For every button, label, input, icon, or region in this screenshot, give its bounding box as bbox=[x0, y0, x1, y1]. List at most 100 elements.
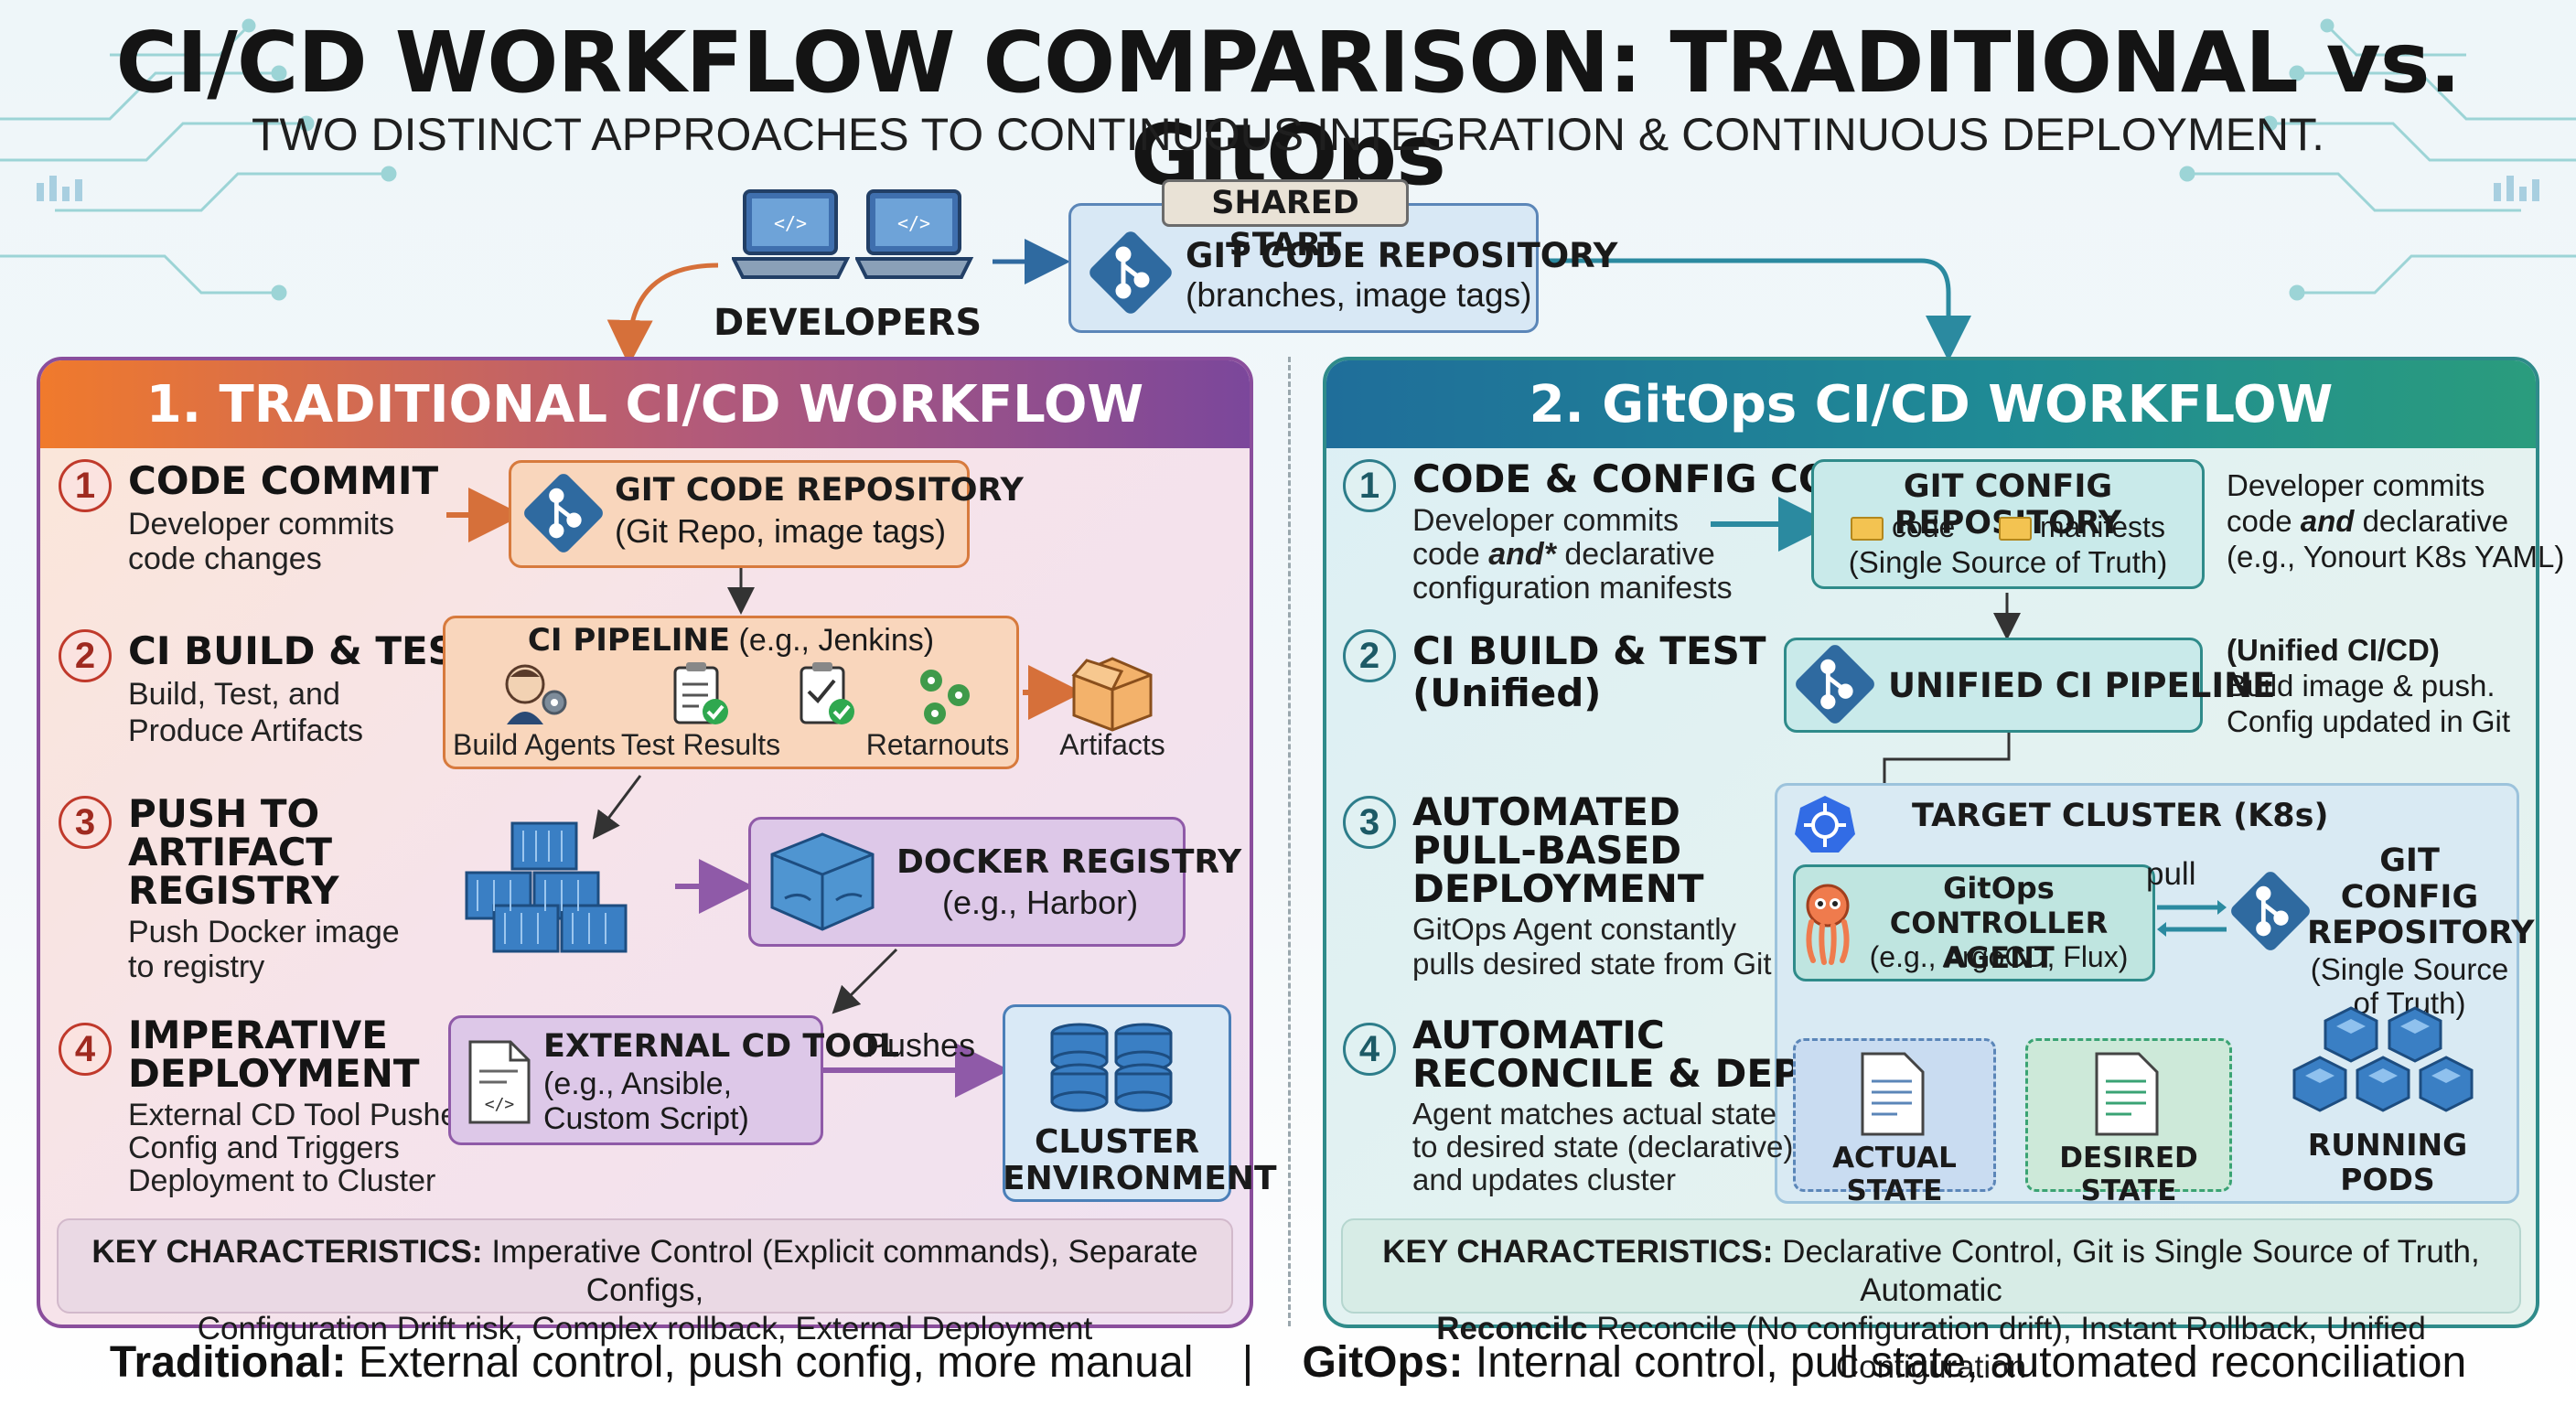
step-desc: Push Docker image bbox=[128, 915, 400, 949]
shared-start-badge: SHARED START bbox=[1162, 179, 1409, 263]
key-text: Reconcile (No configuration drift), Inst… bbox=[1587, 1311, 2426, 1385]
step-title: CODE COMMIT bbox=[128, 458, 439, 503]
actual-state-label: ACTUAL STATE bbox=[1832, 1142, 1957, 1207]
git-icon bbox=[2231, 872, 2310, 950]
clipboard-check-icon bbox=[673, 662, 728, 724]
step-title: PUSH TO bbox=[128, 791, 320, 836]
gitops-controller-box bbox=[1793, 864, 2155, 981]
external-cd-tool-sub: (e.g., Ansible, bbox=[543, 1067, 733, 1101]
step-number: 3 bbox=[1343, 796, 1396, 849]
key-text: Imperative Control (Explicit commands), … bbox=[482, 1234, 1198, 1308]
artifacts-label: Artifacts bbox=[1059, 728, 1165, 761]
key-label: KEY CHARACTERISTICS: bbox=[1382, 1234, 1774, 1270]
step-number: 4 bbox=[59, 1023, 112, 1076]
step-title: CI BUILD & TEST bbox=[1412, 628, 1766, 673]
key-label: Reconcilc bbox=[1436, 1311, 1588, 1346]
step-desc: Developer commits bbox=[128, 507, 394, 542]
footer-trad-text: External control, push config, more manu… bbox=[346, 1338, 1194, 1387]
step-title: IMPERATIVE bbox=[128, 1013, 388, 1057]
step-title: PULL-BASED bbox=[1412, 828, 1682, 873]
step-title: REGISTRY bbox=[128, 868, 339, 913]
page-title: CI/CD WORKFLOW COMPARISON: TRADITIONAL v… bbox=[115, 14, 2462, 205]
external-cd-tool-title: EXTERNAL CD TOOL bbox=[543, 1028, 900, 1065]
docker-registry-sub: (e.g., Harbor) bbox=[942, 884, 1139, 921]
build-agents-label: Build Agents bbox=[453, 728, 616, 761]
step-desc: Config and Triggers bbox=[128, 1131, 400, 1165]
step-desc: pulls desired state from Git bbox=[1412, 947, 1772, 981]
step-desc: Build, Test, and bbox=[128, 677, 340, 712]
step-title: DEPLOYMENT bbox=[1412, 866, 1704, 911]
footer-trad-label: Traditional: bbox=[109, 1338, 347, 1387]
folder-label: manifests bbox=[2040, 510, 2165, 543]
ci-pipeline-title-main: CI PIPELINE bbox=[527, 622, 731, 659]
footer-gitops-text: Internal control, pull state, automated … bbox=[1463, 1338, 2467, 1387]
containers-icon bbox=[465, 821, 628, 953]
jenkins-icon bbox=[505, 664, 567, 724]
key-line: KEY CHARACTERISTICS: Declarative Control… bbox=[1370, 1233, 2492, 1310]
step-desc: GitOps Agent constantly bbox=[1412, 912, 1737, 946]
step-number: 2 bbox=[59, 629, 112, 682]
step-desc: code and* declarative bbox=[1412, 537, 1715, 572]
box-icon bbox=[1071, 657, 1153, 732]
note-part-em: and bbox=[2300, 503, 2355, 538]
step-number: 2 bbox=[1343, 629, 1396, 682]
step-desc: Agent matches actual state bbox=[1412, 1097, 1777, 1131]
page-subtitle: TWO DISTINCT APPROACHES TO CONTINUOUS IN… bbox=[252, 109, 2324, 160]
pushes-label: Pushes bbox=[865, 1026, 976, 1064]
folder-label: code bbox=[1891, 510, 1956, 543]
laptop-icon: </> bbox=[855, 189, 974, 279]
traditional-key-characteristics: KEY CHARACTERISTICS: Imperative Control … bbox=[57, 1218, 1233, 1346]
desc-part: declarative bbox=[1555, 537, 1715, 572]
step-desc: Deployment to Cluster bbox=[128, 1164, 436, 1198]
step-title: AUTOMATIC bbox=[1412, 1013, 1665, 1057]
pods-icon bbox=[2292, 1006, 2474, 1112]
retarnouts-label: Retarnouts bbox=[865, 728, 1010, 761]
step-number: 1 bbox=[59, 459, 112, 512]
step-desc: Developer commits bbox=[1412, 503, 1679, 538]
key-label: KEY CHARACTERISTICS: bbox=[91, 1234, 483, 1270]
step-number: 1 bbox=[1343, 459, 1396, 512]
unified-note: (Unified CI/CD) Build image & push. Conf… bbox=[2227, 633, 2510, 740]
step-title: CI BUILD & TEST bbox=[128, 628, 482, 673]
test-results-label: Test Results bbox=[620, 728, 781, 761]
key-line: Reconcilc Reconcile (No configuration dr… bbox=[1370, 1310, 2492, 1387]
document-icon bbox=[1861, 1052, 1925, 1136]
git-config-repo-label: GIT CONFIG REPOSITORY (Single Source of … bbox=[2307, 842, 2535, 1020]
svg-text:</>: </> bbox=[485, 1095, 515, 1114]
shared-repo-subtitle: (branches, image tags) bbox=[1186, 276, 1532, 314]
desc-part: code bbox=[1412, 537, 1489, 572]
step-desc: to registry bbox=[128, 949, 265, 984]
traditional-heading: 1. TRADITIONAL CI/CD WORKFLOW bbox=[40, 360, 1250, 448]
footer-separator: | bbox=[1241, 1338, 1254, 1387]
note-part: code bbox=[2227, 503, 2301, 538]
argo-octopus-icon bbox=[1806, 884, 1850, 965]
repo-label-line: REPOSITORY bbox=[2307, 915, 2535, 952]
controller-sub: (e.g., ArgoCD, Flux) bbox=[1869, 940, 2129, 973]
ci-pipeline-title-suffix: (e.g., Jenkins) bbox=[730, 623, 935, 658]
repo-label-line: GIT CONFIG bbox=[2340, 842, 2479, 916]
kubernetes-icon bbox=[1795, 796, 1855, 853]
desired-state-label: DESIRED STATE bbox=[2059, 1142, 2198, 1207]
docker-registry-title: DOCKER REGISTRY bbox=[896, 843, 1242, 881]
controller-label: GitOps bbox=[1943, 871, 2055, 906]
circuit-decoration-left bbox=[0, 18, 397, 301]
trad-repo-title: GIT CODE REPOSITORY bbox=[615, 472, 1024, 509]
cluster-environment-box bbox=[1003, 1004, 1231, 1202]
unified-note-line: (Unified CI/CD) bbox=[2227, 633, 2440, 667]
step-number: 3 bbox=[59, 796, 112, 849]
clipboard-check-icon bbox=[800, 662, 854, 724]
git-config-repo-folders: code manifests bbox=[1811, 510, 2205, 544]
repo-label-line: (Single Source bbox=[2310, 951, 2509, 986]
key-text: Declarative Control, Git is Single Sourc… bbox=[1773, 1234, 2480, 1308]
unified-note-line: Config updated in Git bbox=[2227, 703, 2511, 738]
panel-divider bbox=[1288, 357, 1291, 1326]
shared-repo-title: GIT CODE REPOSITORY bbox=[1186, 236, 1618, 275]
script-file-icon: </> bbox=[468, 1040, 531, 1124]
footer-summary: Traditional: External control, push conf… bbox=[0, 1337, 2576, 1388]
step-title: (Unified) bbox=[1412, 670, 1602, 715]
git-config-repo-sub: (Single Source of Truth) bbox=[1848, 545, 2168, 579]
docker-registry-icon bbox=[770, 832, 875, 931]
cluster-label: ENVIRONMENT bbox=[1003, 1160, 1277, 1197]
unified-ci-pipeline-label: UNIFIED CI PIPELINE bbox=[1888, 666, 2276, 705]
step-title: AUTOMATED bbox=[1412, 789, 1680, 834]
